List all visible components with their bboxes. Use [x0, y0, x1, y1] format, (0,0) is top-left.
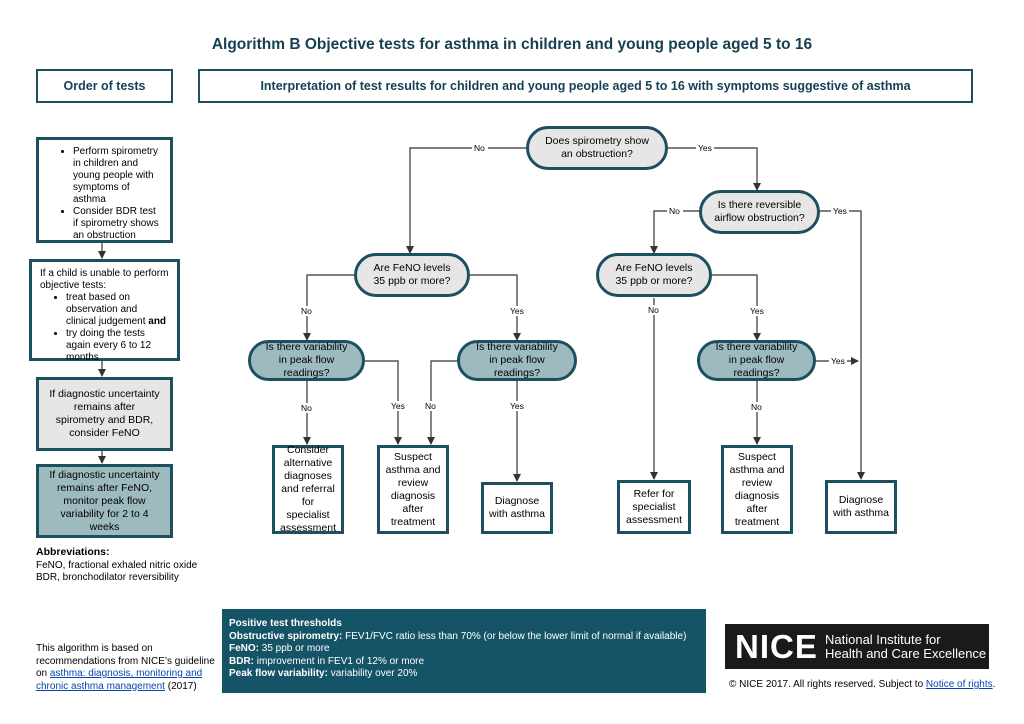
label-no: No: [301, 403, 312, 413]
order-step-2-item: try doing the tests again every 6 to 12 …: [66, 328, 169, 364]
nice-logo: NICE National Institute for Health and C…: [725, 624, 989, 669]
abbreviation-bdr: BDR, bronchodilator reversibility: [36, 572, 179, 583]
positive-test-thresholds: Positive test thresholds Obstructive spi…: [222, 609, 706, 693]
label-no: No: [751, 402, 762, 412]
guideline-basis-suffix: (2017): [164, 680, 197, 692]
order-step-2-item: treat based on observation and clinical …: [66, 292, 169, 328]
order-header: Order of tests: [36, 69, 173, 103]
arrow-spirometry-yes: [668, 147, 761, 191]
label-no: No: [301, 306, 312, 316]
outcome-suspect-left-text: Suspect asthma and review diagnosis afte…: [385, 450, 441, 528]
label-no: No: [474, 143, 485, 153]
label-yes: Yes: [831, 356, 845, 366]
threshold-label: Obstructive spirometry:: [229, 630, 343, 642]
guideline-basis-prefix: This algorithm is based on recommendatio…: [36, 643, 215, 679]
label-no: No: [648, 305, 659, 315]
arrow-peak-a-yes: [365, 360, 402, 445]
outcome-refer-text: Refer for specialist assessment: [625, 487, 683, 526]
outcome-suspect-right-text: Suspect asthma and review diagnosis afte…: [729, 450, 785, 528]
question-peak-flow-b-text: Is there variability in peak flow readin…: [476, 341, 558, 379]
nice-logo-subtitle: National Institute for Health and Care E…: [825, 633, 986, 661]
outcome-suspect-asthma-left: Suspect asthma and review diagnosis afte…: [377, 445, 449, 534]
question-reversible: Is there reversible airflow obstruction?: [699, 190, 820, 234]
page-title: Algorithm B Objective tests for asthma i…: [211, 36, 813, 53]
threshold-value: variability over 20%: [327, 668, 418, 679]
arrow-spirometry-no: [406, 147, 526, 254]
question-feno-right: Are FeNO levels 35 ppb or more?: [596, 253, 712, 297]
guideline-link[interactable]: asthma: diagnosis, monitoring and chroni…: [36, 668, 203, 692]
arrow-reversible-yes: [820, 210, 865, 480]
order-step-1: Perform spirometry in children and young…: [36, 137, 173, 243]
outcome-alternative-text: Consider alternative diagnoses and refer…: [279, 444, 337, 534]
abbreviations: Abbreviations: FeNO, fractional exhaled …: [36, 546, 197, 585]
order-step-4-text: If diagnostic uncertainty remains after …: [49, 468, 160, 533]
question-peak-flow-a: Is there variability in peak flow readin…: [248, 340, 365, 381]
order-step-1-item: Perform spirometry in children and young…: [73, 146, 162, 206]
question-feno-right-text: Are FeNO levels 35 ppb or more?: [615, 262, 693, 287]
question-feno-left-text: Are FeNO levels 35 ppb or more?: [373, 262, 451, 287]
notice-of-rights-link[interactable]: Notice of rights: [925, 679, 993, 690]
copyright: © NICE 2017. All rights reserved. Subjec…: [729, 679, 995, 690]
order-step-2-intro: If a child is unable to perform objectiv…: [40, 268, 169, 291]
arrow-feno-right-yes: [712, 274, 761, 341]
order-step-4: If diagnostic uncertainty remains after …: [36, 464, 173, 538]
arrow-feno-left-no: [303, 274, 354, 341]
question-peak-flow-right: Is there variability in peak flow readin…: [697, 340, 816, 381]
threshold-value: improvement in FEV1 of 12% or more: [254, 655, 425, 667]
outcome-diagnose-left-text: Diagnose with asthma: [488, 495, 546, 520]
threshold-label: FeNO:: [229, 643, 259, 654]
threshold-label: BDR:: [229, 655, 254, 667]
label-yes: Yes: [750, 306, 764, 316]
copyright-suffix: .: [992, 679, 996, 690]
order-step-1-item: Consider BDR test if spirometry shows an…: [73, 206, 162, 242]
order-step-3-text: If diagnostic uncertainty remains after …: [49, 388, 160, 439]
nice-logo-word: NICE: [735, 628, 818, 665]
outcome-diagnose-right-text: Diagnose with asthma: [832, 494, 890, 519]
label-yes: Yes: [391, 401, 405, 411]
label-yes: Yes: [833, 206, 847, 216]
question-peak-flow-b: Is there variability in peak flow readin…: [457, 340, 577, 381]
abbreviations-heading: Abbreviations:: [36, 546, 110, 558]
nice-logo-line1: National Institute for: [825, 632, 941, 647]
threshold-value: FEV1/FVC ratio less than 70% (or below t…: [342, 630, 687, 642]
outcome-refer-specialist: Refer for specialist assessment: [617, 480, 691, 534]
label-no: No: [669, 206, 680, 216]
order-step-2-item-bold: and: [148, 316, 167, 327]
order-header-text: Order of tests: [63, 79, 146, 93]
nice-logo-line2: Health and Care Excellence: [825, 646, 987, 661]
outcome-alternative-diagnoses: Consider alternative diagnoses and refer…: [272, 444, 344, 534]
outcome-diagnose-asthma-right: Diagnose with asthma: [825, 480, 897, 534]
arrow-peak-b-no: [427, 360, 457, 445]
label-yes: Yes: [698, 143, 712, 153]
arrow-reversible-no: [650, 210, 699, 254]
label-no: No: [425, 401, 436, 411]
outcome-suspect-asthma-right: Suspect asthma and review diagnosis afte…: [721, 445, 793, 534]
copyright-text: © NICE 2017. All rights reserved. Subjec…: [729, 679, 926, 690]
order-step-3: If diagnostic uncertainty remains after …: [36, 377, 173, 451]
question-spirometry-text: Does spirometry show an obstruction?: [545, 135, 649, 160]
question-peak-flow-right-text: Is there variability in peak flow readin…: [715, 341, 798, 379]
thresholds-heading: Positive test thresholds: [229, 618, 342, 629]
guideline-basis: This algorithm is based on recommendatio…: [36, 643, 216, 693]
threshold-value: 35 ppb or more: [259, 643, 330, 654]
question-reversible-text: Is there reversible airflow obstruction?: [714, 199, 805, 224]
order-step-2-item-text: treat based on observation and clinical …: [66, 292, 149, 327]
question-feno-left: Are FeNO levels 35 ppb or more?: [354, 253, 470, 297]
threshold-label: Peak flow variability:: [229, 668, 328, 679]
question-peak-flow-a-text: Is there variability in peak flow readin…: [265, 341, 348, 379]
interpretation-header-text: Interpretation of test results for child…: [260, 79, 911, 93]
interpretation-header: Interpretation of test results for child…: [198, 69, 973, 103]
question-spirometry: Does spirometry show an obstruction?: [526, 126, 668, 170]
order-step-2: If a child is unable to perform objectiv…: [29, 259, 180, 364]
label-yes: Yes: [510, 401, 524, 411]
abbreviation-feno: FeNO, fractional exhaled nitric oxide: [36, 559, 198, 571]
label-yes: Yes: [510, 306, 524, 316]
arrow-feno-left-yes: [470, 274, 521, 341]
outcome-diagnose-asthma-left: Diagnose with asthma: [481, 482, 553, 534]
